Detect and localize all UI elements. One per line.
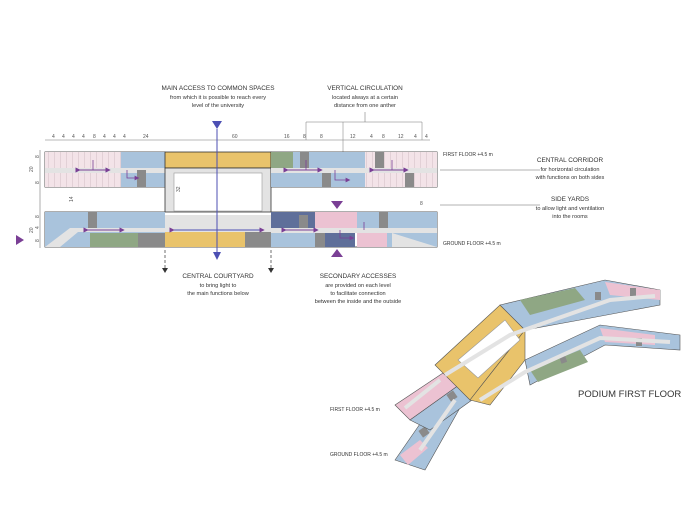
vertical-circulation-line1: located always at a certain	[332, 95, 398, 101]
vertical-circulation-line2: distance from one anther	[334, 103, 396, 109]
dim-left-0: 20	[29, 166, 35, 172]
dim-left-1: 8	[35, 155, 41, 158]
side-yards-line2: into the rooms	[552, 214, 588, 220]
first-floor-axo-label: FIRST FLOOR +4.5 m	[330, 407, 380, 413]
side-yards-title: SIDE YARDS	[551, 196, 589, 203]
secondary-access-marker-top	[331, 201, 343, 209]
dim-top-18: 4	[425, 134, 428, 140]
dim-top-15: 8	[382, 134, 385, 140]
secondary-accesses-line3: between the inside and the outside	[315, 299, 401, 305]
dim-left-7: 8	[35, 239, 41, 242]
dim-top-4: 8	[93, 134, 96, 140]
dim-top-8: 24	[143, 134, 149, 140]
dim-top-16: 12	[398, 134, 404, 140]
first-floor-plan-label: FIRST FLOOR +4.5 m	[443, 152, 493, 158]
main-access-line2: level of the university	[192, 103, 244, 109]
first-floor-plan: 32	[44, 151, 438, 216]
axo-title: PODIUM FIRST FLOOR	[578, 389, 681, 400]
secondary-accesses-line1: are provided on each level	[325, 283, 391, 289]
side-access-marker	[16, 235, 24, 245]
dim-top-5: 4	[103, 134, 106, 140]
main-access-line1: from which it is possible to reach every	[170, 95, 266, 101]
central-corridor-line1: for horizontal circulation	[540, 167, 599, 173]
dim-left-6: 4	[35, 226, 41, 229]
annotation-secondary-accesses: SECONDARY ACCESSES are provided on each …	[315, 273, 401, 305]
ground-floor-axo-label: GROUND FLOOR +4.5 m	[330, 452, 388, 458]
annotation-side-yards: SIDE YARDS to allow light and ventilatio…	[536, 196, 604, 220]
top-dimension-chain: 4 4 4 4 8 4 4 4 24 60 16 8 8 12 4 8 12 4…	[45, 121, 430, 152]
dim-top-13: 12	[350, 134, 356, 140]
dim-top-12: 8	[320, 134, 323, 140]
secondary-access-marker-bottom	[331, 249, 343, 257]
main-access-title: MAIN ACCESS TO COMMON SPACES	[162, 85, 275, 92]
main-access-marker	[212, 121, 222, 129]
dim-top-9: 60	[232, 134, 238, 140]
dim-left-2: 8	[35, 181, 41, 184]
ground-floor-plan-label: GROUND FLOOR +4.5 m	[443, 241, 501, 247]
dim-inner-1: 8	[420, 201, 423, 207]
leader-lines	[364, 112, 540, 206]
dim-top-1: 4	[62, 134, 65, 140]
dim-top-2: 4	[72, 134, 75, 140]
central-courtyard-line2: the main functions below	[187, 291, 250, 297]
dim-top-6: 4	[113, 134, 116, 140]
dim-top-3: 4	[82, 134, 85, 140]
vertical-circulation-title: VERTICAL CIRCULATION	[327, 85, 403, 92]
dim-top-7: 4	[123, 134, 126, 140]
central-corridor-title: CENTRAL CORRIDOR	[537, 157, 604, 164]
central-courtyard-title: CENTRAL COURTYARD	[182, 273, 254, 280]
dim-left-3: 14	[69, 196, 75, 202]
annotation-central-courtyard: CENTRAL COURTYARD to bring light to the …	[182, 273, 254, 297]
ground-floor-plan: 8	[44, 201, 438, 273]
central-corridor-line2: with functions on both sides	[535, 175, 605, 181]
dim-top-14: 4	[370, 134, 373, 140]
secondary-accesses-line2: to facilitate connection	[330, 291, 385, 297]
annotation-central-corridor: CENTRAL CORRIDOR for horizontal circulat…	[535, 157, 605, 181]
annotation-vertical-circulation: VERTICAL CIRCULATION located always at a…	[327, 85, 403, 109]
dim-left-5: 8	[35, 215, 41, 218]
secondary-accesses-title: SECONDARY ACCESSES	[320, 273, 396, 280]
dim-inner-0: 32	[176, 186, 182, 192]
access-markers	[16, 121, 343, 260]
central-courtyard-line1: to bring light to	[200, 283, 237, 289]
dim-top-11: 8	[303, 134, 306, 140]
dim-top-17: 4	[414, 134, 417, 140]
dim-top-10: 16	[284, 134, 290, 140]
dim-top-0: 4	[52, 134, 55, 140]
left-dimension-chain: 20 8 8 14 20 8 4 8	[29, 150, 75, 248]
dim-left-4: 20	[29, 227, 35, 233]
axonometric-podium	[394, 279, 681, 471]
side-yards-line1: to allow light and ventilation	[536, 206, 604, 212]
annotation-main-access: MAIN ACCESS TO COMMON SPACES from which …	[162, 85, 275, 109]
